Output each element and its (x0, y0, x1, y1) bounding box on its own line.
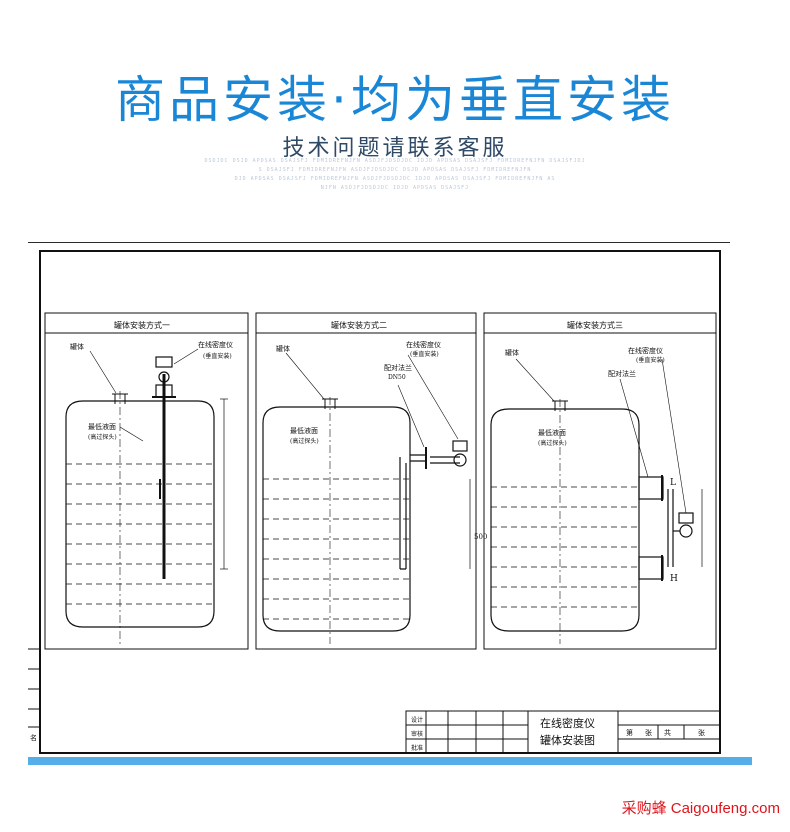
panel-3-level-label: 最低液面 (538, 428, 566, 437)
panel-2-instrument-label: 在线密度仪 (406, 340, 441, 349)
panel-2-title: 罐体安装方式二 (331, 320, 387, 330)
panel-3-flange-label: 配对法兰 (608, 369, 636, 378)
title-block-sheet-4: 张 (698, 728, 705, 737)
panel-2-level-label: 最低液面 (290, 426, 318, 435)
title-block-name-2: 罐体安装图 (540, 733, 595, 747)
panel-2-flange-note: DN50 (388, 374, 406, 381)
left-margin-table (28, 648, 40, 728)
decorative-text-line: DJD APDSAS DSAJSFJ FDMIDREFNJFN ASDJFJDS… (234, 176, 556, 182)
title-block-sheet-1: 第 (626, 728, 633, 737)
tank-3 (490, 408, 640, 632)
panel-2: 罐体安装方式二 500 罐体 在线密度仪 (垂直安装) 配对法兰 DN50 最低… (255, 312, 487, 650)
title-block-row-review: 审核 (411, 730, 423, 738)
tank-2 (262, 406, 411, 632)
panel-3-mark-low: L (670, 478, 676, 488)
title-block-sheet-3: 共 (664, 728, 671, 737)
tank-1 (65, 400, 215, 628)
panel-1: 罐体安装方式一 罐体 在线密度仪 (垂直安装) 最低液面 (高过探头) (44, 312, 249, 650)
decorative-text-line: DSDJDC DSJD APDSAS DSAJSFJ FDMIDREFNJFN … (204, 158, 586, 164)
panel-2-flange-label: 配对法兰 (384, 363, 412, 372)
panel-2-level-note: (高过探头) (290, 437, 319, 445)
panel-1-tank-label: 罐体 (70, 342, 84, 351)
panel-3-instrument-label: 在线密度仪 (628, 346, 663, 355)
panel-3-level-note: (高过探头) (538, 439, 567, 447)
divider-line (28, 242, 730, 243)
panel-1-level-note: (高过探头) (88, 433, 117, 441)
decorative-text-line: NJFN ASDJFJDSDJDC IDJD APDSAS DSAJSFJ (320, 185, 470, 191)
subtitle: 技术问题请联系客服 (282, 136, 508, 161)
panel-1-title: 罐体安装方式一 (114, 320, 170, 330)
headline: 商品安装·均为垂直安装 (115, 71, 675, 129)
decorative-text-line: S DSAJSFJ FDMIDREFNJFN ASDJFJDSDJDC DSJD… (258, 167, 532, 173)
panel-2-instrument-note: (垂直安装) (410, 350, 439, 358)
panel-3-tank-label: 罐体 (505, 348, 519, 357)
installation-drawing: 名 罐体安装方式一 罐体 在线密度仪 (垂直安装) 最低液面 (高过探头) (28, 250, 721, 754)
title-block (405, 710, 721, 754)
left-edge-label: 名 (30, 733, 37, 742)
panel-1-instrument-note: (垂直安装) (203, 352, 232, 360)
accent-bar (28, 757, 752, 765)
panel-3-title: 罐体安装方式三 (567, 320, 623, 330)
title-block-name-1: 在线密度仪 (540, 716, 595, 730)
panel-3: 罐体安装方式三 L H 罐体 在线密度仪 (垂直安装) 配对法兰 最低液面 (高… (483, 312, 717, 650)
panel-1-instrument-label: 在线密度仪 (198, 340, 233, 349)
panel-2-tank-label: 罐体 (276, 344, 290, 353)
panel-3-mark-high: H (670, 574, 678, 584)
panel-1-level-label: 最低液面 (88, 422, 116, 431)
title-block-sheet-2: 张 (645, 728, 652, 737)
title-block-row-approve: 批准 (411, 744, 423, 752)
title-block-row-design: 设计 (411, 716, 423, 724)
panel-2-dimension: 500 (474, 533, 487, 541)
watermark: 采购蜂 Caigoufeng.com (621, 800, 780, 817)
panel-3-instrument-note: (垂直安装) (636, 356, 665, 364)
